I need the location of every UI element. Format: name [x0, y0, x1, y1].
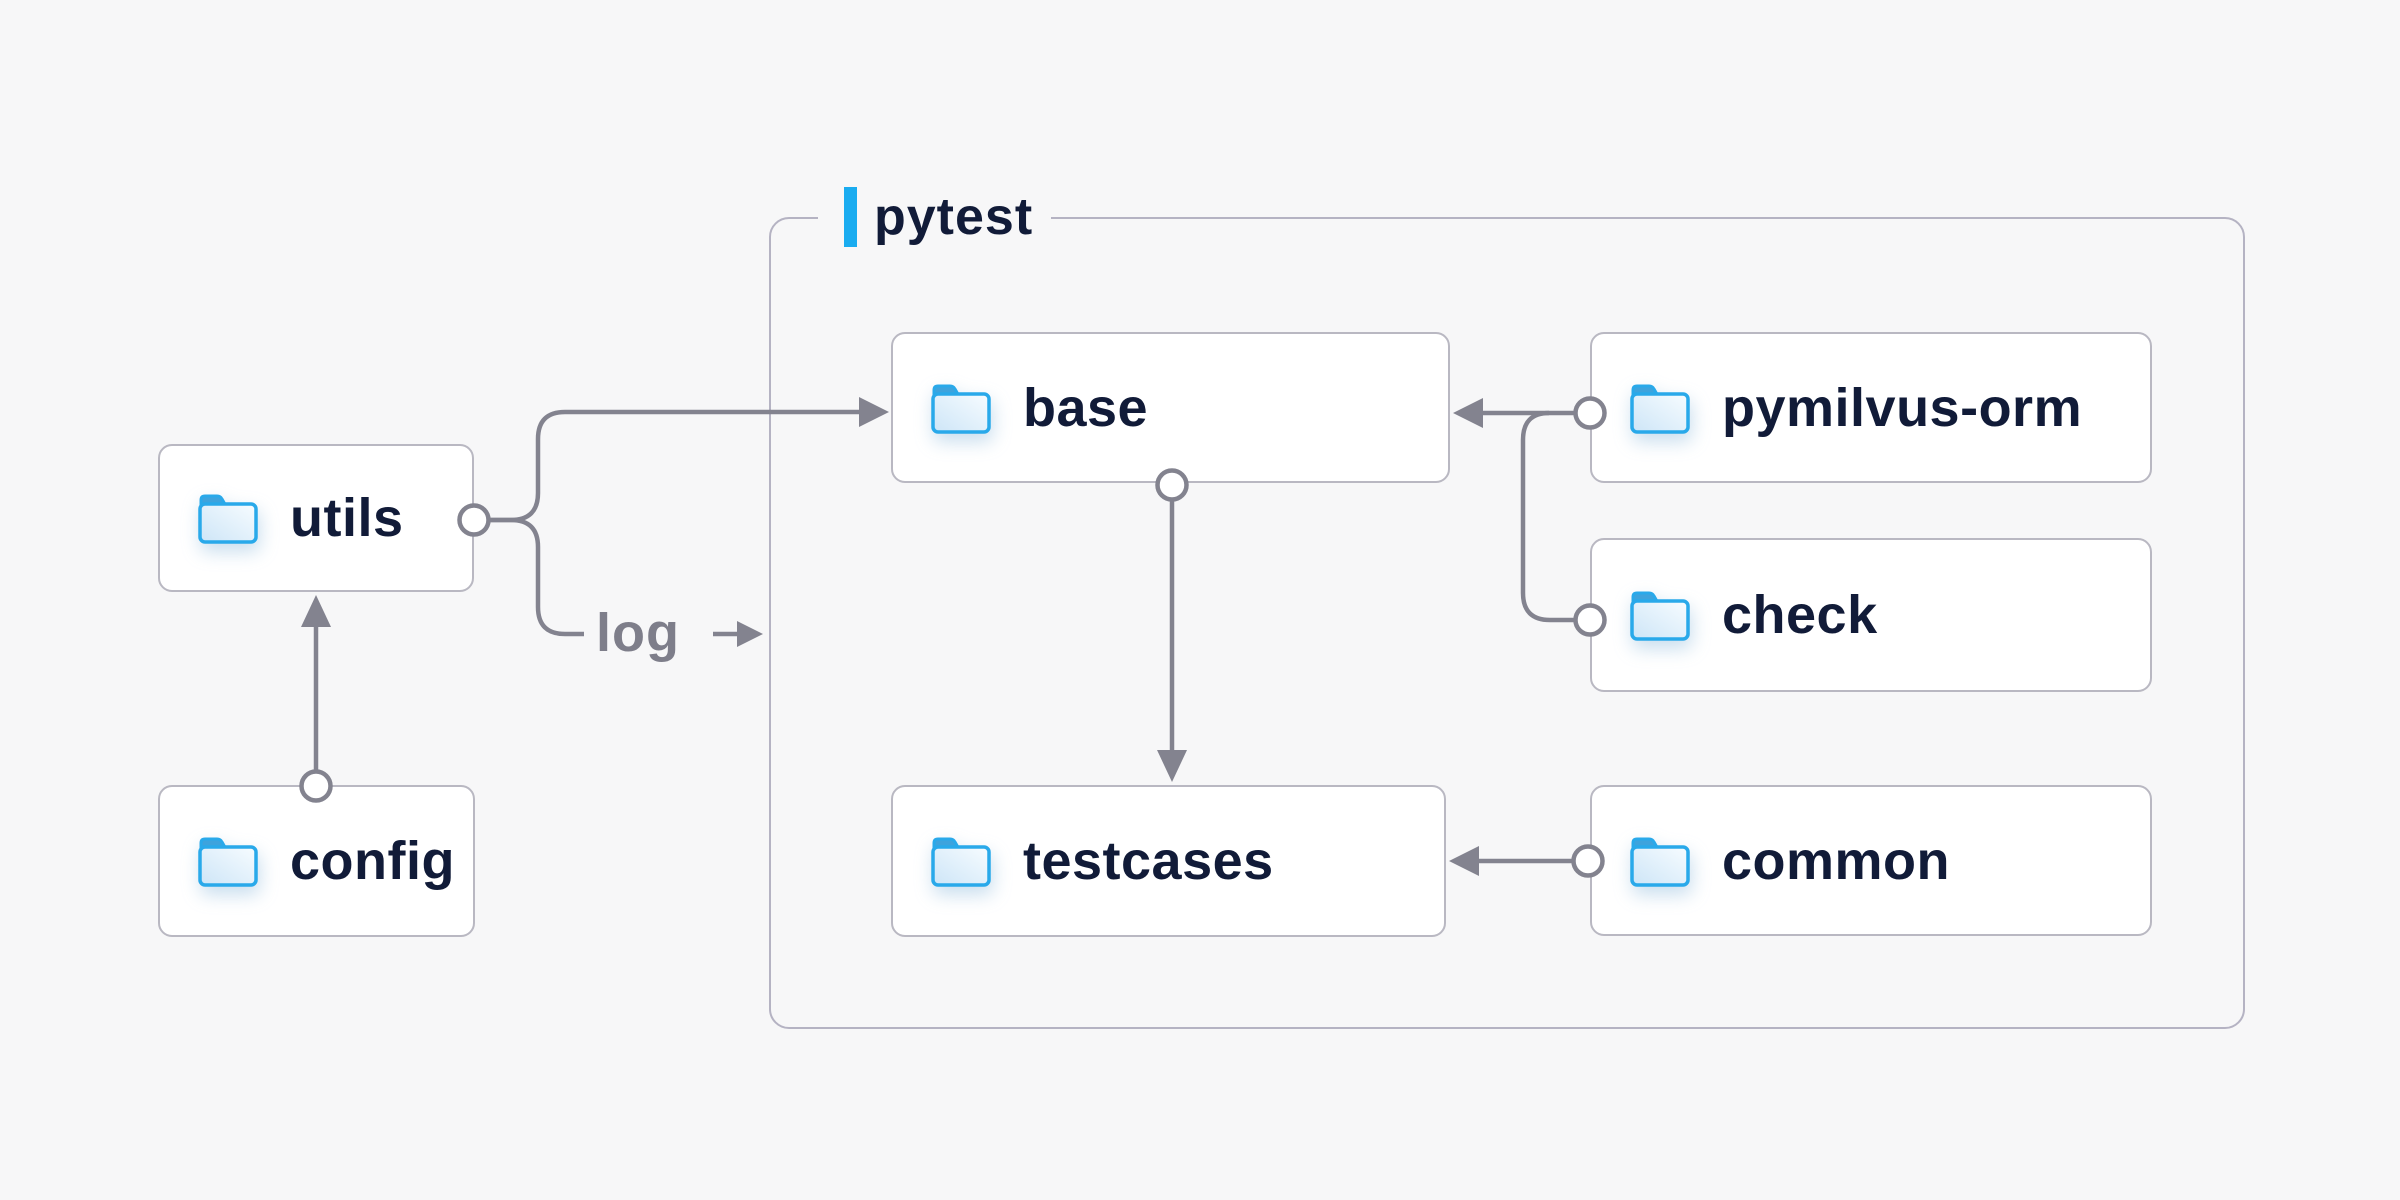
- folder-icon: [929, 381, 993, 435]
- node-pymilvus-orm: pymilvus-orm: [1590, 332, 2152, 483]
- folder-icon: [196, 834, 260, 888]
- folder-icon: [1628, 381, 1692, 435]
- edge-config-utils: [299, 595, 333, 803]
- node-base: base: [891, 332, 1450, 483]
- node-config: config: [158, 785, 475, 937]
- node-label: testcases: [1023, 831, 1274, 891]
- pytest-group-box: [769, 217, 2245, 1029]
- node-label: pymilvus-orm: [1722, 377, 2083, 438]
- pytest-group-title: pytest: [874, 188, 1034, 246]
- node-label: base: [1023, 377, 1149, 438]
- folder-icon: [1628, 834, 1692, 888]
- pytest-group-label: pytest: [818, 186, 1052, 248]
- edge-label-log: log: [596, 603, 680, 663]
- folder-icon: [929, 834, 993, 888]
- arrowhead-up-icon: [301, 595, 331, 627]
- node-utils: utils: [158, 444, 474, 592]
- node-check: check: [1590, 538, 2152, 692]
- node-testcases: testcases: [891, 785, 1446, 937]
- folder-icon: [196, 491, 260, 545]
- label-accent-bar: [844, 187, 857, 247]
- node-common: common: [1590, 785, 2152, 936]
- node-label: common: [1722, 830, 1951, 891]
- folder-icon: [1628, 588, 1692, 642]
- node-label: config: [290, 831, 455, 891]
- arrowhead-right-icon: [737, 621, 763, 647]
- node-label: utils: [290, 488, 404, 548]
- node-label: check: [1722, 585, 1878, 645]
